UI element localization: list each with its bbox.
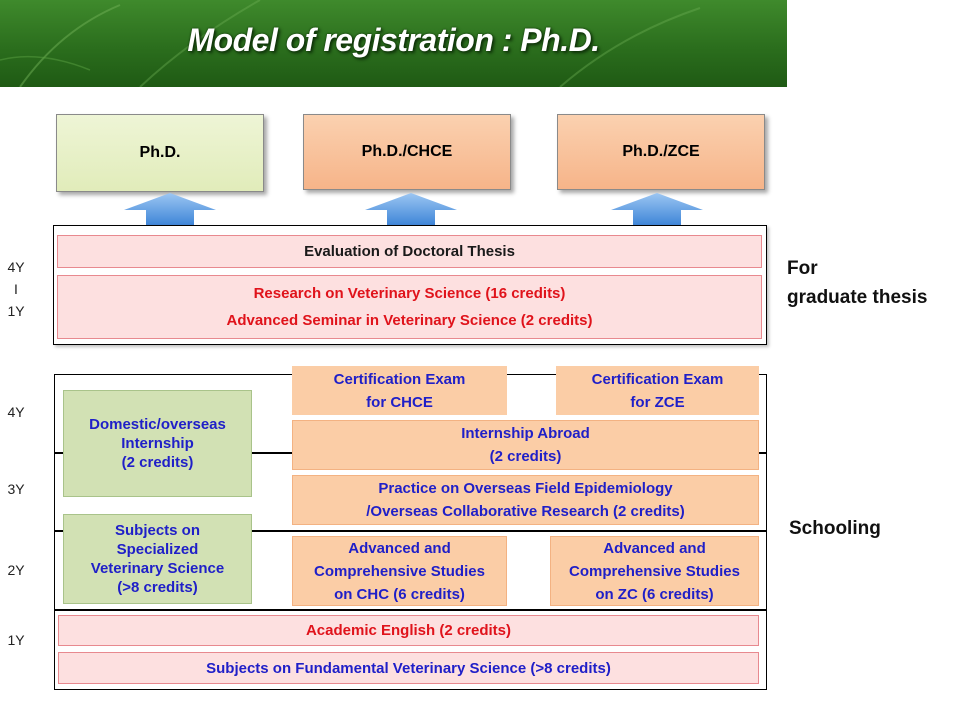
specialized-line: Subjects on	[114, 522, 200, 539]
graduate-label-line2: graduate thesis	[787, 287, 928, 308]
adv-zc-line: Advanced and	[603, 539, 706, 557]
year-label: 4Y	[7, 259, 25, 275]
thesis-research-box: Research on Veterinary Science (16 credi…	[57, 275, 762, 339]
up-arrow-icon	[611, 193, 703, 225]
page-title: Model of registration : Ph.D.	[187, 22, 600, 58]
schooling-label: Schooling	[789, 518, 881, 539]
practice-line: Practice on Overseas Field Epidemiology	[378, 480, 673, 497]
domestic-internship: Domestic/overseas Internship (2 credits)	[63, 390, 252, 497]
adv-chc-line: Comprehensive Studies	[314, 562, 485, 580]
internship-abroad-line: (2 credits)	[489, 448, 562, 465]
advanced-studies-zc: Advanced and Comprehensive Studies on ZC…	[550, 536, 759, 606]
academic-english: Academic English (2 credits)	[58, 615, 759, 646]
internship-line: Internship	[121, 435, 194, 452]
advanced-studies-chc: Advanced and Comprehensive Studies on CH…	[292, 536, 507, 606]
year-label: 4Y	[7, 404, 25, 420]
specialized-subjects: Subjects on Specialized Veterinary Scien…	[63, 514, 252, 604]
year-label: I	[14, 281, 18, 297]
year-divider	[54, 530, 767, 532]
internship-line: Domestic/overseas	[89, 416, 226, 433]
academic-english-label: Academic English (2 credits)	[305, 622, 512, 639]
internship-abroad: Internship Abroad (2 credits)	[292, 420, 759, 470]
up-arrow-icon	[124, 193, 216, 225]
thesis-evaluation: Evaluation of Doctoral Thesis	[57, 235, 762, 268]
up-arrow-icon	[365, 193, 457, 225]
cert-zce-line: for ZCE	[630, 393, 685, 411]
practice-epidemiology: Practice on Overseas Field Epidemiology …	[292, 475, 759, 525]
specialized-line: Specialized	[116, 541, 199, 558]
research-credits: Research on Veterinary Science (16 credi…	[253, 285, 566, 302]
practice-line: /Overseas Collaborative Research (2 cred…	[366, 503, 685, 520]
degree-phd-chce: Ph.D./CHCE	[303, 114, 511, 190]
adv-zc-line: on ZC (6 credits)	[595, 585, 714, 603]
thesis-evaluation-label: Evaluation of Doctoral Thesis	[304, 243, 515, 260]
seminar-credits: Advanced Seminar in Veterinary Science (…	[226, 312, 593, 329]
cert-exam-zce: Certification Exam for ZCE	[556, 366, 759, 415]
adv-zc-line: Comprehensive Studies	[569, 562, 740, 580]
year-label: 3Y	[7, 481, 25, 497]
title-banner	[0, 0, 787, 87]
specialized-line: Veterinary Science	[90, 560, 225, 577]
fundamental-subjects: Subjects on Fundamental Veterinary Scien…	[58, 652, 759, 684]
graduate-label-line1: For	[787, 258, 818, 279]
adv-chc-line: Advanced and	[348, 539, 451, 557]
degree-phd: Ph.D.	[56, 114, 264, 192]
cert-chce-line: for CHCE	[366, 393, 433, 411]
internship-abroad-line: Internship Abroad	[461, 425, 590, 442]
cert-chce-line: Certification Exam	[333, 370, 466, 388]
specialized-line: (>8 credits)	[117, 579, 198, 596]
fundamental-label: Subjects on Fundamental Veterinary Scien…	[206, 659, 611, 677]
year-label: 1Y	[7, 632, 25, 648]
year-label: 1Y	[7, 303, 25, 319]
internship-line: (2 credits)	[121, 454, 194, 471]
year-divider	[54, 609, 767, 611]
adv-chc-line: on CHC (6 credits)	[334, 585, 465, 603]
degree-phd-zce: Ph.D./ZCE	[557, 114, 765, 190]
cert-exam-chce: Certification Exam for CHCE	[292, 366, 507, 415]
cert-zce-line: Certification Exam	[591, 370, 724, 388]
grass-decoration	[0, 0, 701, 87]
year-label: 2Y	[7, 562, 25, 578]
